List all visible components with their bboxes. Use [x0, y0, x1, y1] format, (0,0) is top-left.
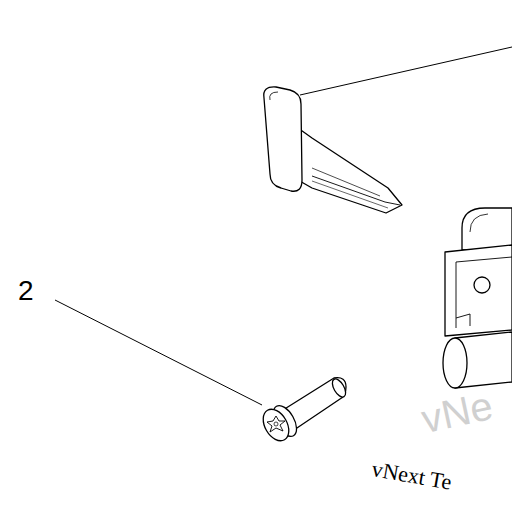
key	[264, 87, 402, 213]
screw	[258, 377, 348, 445]
lock-body	[443, 208, 512, 388]
leader-line	[55, 300, 262, 405]
leader-line	[300, 47, 512, 95]
watermark: vNext Te	[370, 458, 453, 494]
watermark: vNe	[418, 385, 496, 439]
callout-number: 2	[18, 277, 34, 305]
